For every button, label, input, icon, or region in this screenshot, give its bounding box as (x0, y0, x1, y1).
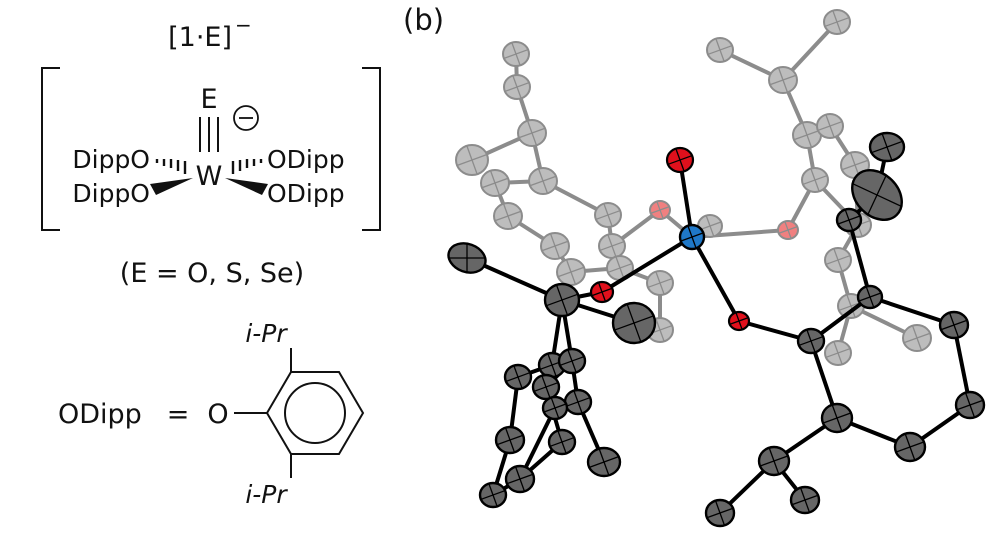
condition-text: (E = O, S, Se) (120, 258, 304, 289)
carbon-atom-back-b1-axis-2 (511, 42, 521, 66)
oxygen-atom-o2-axis-2 (597, 282, 607, 302)
carbon-atom-f26-axis-2 (799, 487, 811, 513)
carbon-atom-back-b21-axis-2 (810, 168, 820, 192)
carbon-atom-f22-axis-2 (831, 404, 843, 432)
center-atom-label: W (196, 161, 223, 192)
carbon-atom-f25-axis-2 (714, 500, 726, 526)
carbon-atom-f24-axis-2 (768, 447, 780, 475)
ligand-def-equals: = (167, 399, 190, 430)
ligand-top-right: ODipp (267, 145, 345, 174)
substituent-top: i-Pr (245, 319, 288, 348)
carbon-atom-f8-axis-2 (573, 390, 583, 414)
front-bond-w-o2 (600, 235, 694, 294)
carbon-atom-back-b14-axis-2 (655, 318, 665, 342)
carbon-atom-f2-axis-2 (555, 284, 569, 316)
ligand-bottom-right: ODipp (267, 179, 345, 208)
oxygen-atom-o3-axis-2 (735, 312, 743, 330)
wedge-bond-left (150, 178, 193, 195)
carbon-atom-f14-axis-2 (488, 483, 498, 507)
hashed-bond-right (231, 159, 263, 174)
carbon-atom-back-b13-axis-2 (655, 271, 665, 295)
ligand-bottom-left: DippO (72, 179, 150, 208)
front-bond-w-o3 (690, 235, 741, 323)
carbon-atom-back-b7-axis-2 (502, 203, 514, 229)
panel-a: [1·E] − E W (41, 13, 381, 509)
carbon-atom-f12-axis-2 (598, 448, 610, 476)
right-bracket (362, 67, 381, 231)
oxygen-atom-back-p1-axis-2 (656, 201, 664, 219)
carbon-atom-back-b24-axis-2 (846, 294, 856, 318)
carbon-atom-back-b3-axis-2 (526, 120, 538, 146)
carbon-atom-f18-axis-2 (865, 286, 875, 308)
carbon-atom-f9-axis-2 (550, 397, 560, 419)
benzene-ring (265, 371, 365, 455)
carbon-atom-f7-axis-2 (541, 375, 551, 399)
front-bond-f18-f17 (847, 218, 872, 299)
carbon-atom-f6-axis-2 (513, 365, 523, 389)
panel-b-label: (b) (403, 3, 444, 37)
carbon-atom-f11-axis-2 (557, 430, 567, 454)
carbon-atom-back-b26-axis-2 (833, 341, 843, 365)
carbon-atom-back-b17-axis-2 (777, 67, 789, 93)
carbon-atom-f13-axis-2 (514, 466, 526, 492)
carbon-atom-back-b5-axis-2 (537, 168, 549, 194)
carbon-atom-f10-axis-2 (504, 427, 516, 453)
carbon-atom-f4-axis-2 (547, 353, 557, 377)
complex-formula: [1·E] (168, 22, 232, 53)
charge-circle (233, 105, 259, 131)
carbon-atom-f23-axis-2 (904, 433, 916, 461)
carbon-atom-back-b23-axis-2 (833, 248, 843, 272)
ligand-def-oxygen: O (207, 399, 228, 430)
carbon-atom-f16-axis-2 (851, 182, 903, 208)
left-bracket (41, 67, 60, 231)
tungsten-atom-axis-2 (687, 225, 697, 249)
carbon-atom-back-b16-axis-2 (715, 38, 725, 62)
carbon-atom-back-b11-axis-2 (565, 259, 577, 285)
carbon-atom-f3-axis-2 (626, 303, 642, 343)
carbon-atom-back-b25-axis-2 (911, 325, 923, 351)
carbon-atom-back-b27-axis-2 (705, 215, 715, 237)
carbon-atom-back-b19-axis-2 (825, 114, 835, 138)
wedge-bond-right (225, 178, 268, 195)
substituent-bottom: i-Pr (245, 480, 288, 509)
carbon-atom-f17-axis-2 (844, 209, 854, 231)
carbon-atom-back-b12-axis-2 (615, 256, 625, 280)
ligand-top-left: DippO (72, 145, 150, 174)
oxygen-atom-back-p2-axis-2 (784, 221, 792, 239)
carbon-atom-back-b10-axis-2 (607, 234, 617, 258)
carbon-atom-f19-axis-2 (806, 329, 816, 353)
hashed-bond-left (155, 159, 187, 174)
carbon-atom-back-b9-axis-2 (549, 233, 561, 259)
crystal-structure (447, 9, 986, 528)
carbon-atom-f5-axis-2 (567, 349, 577, 373)
oxygen-atom-o1-axis-2 (675, 148, 685, 172)
carbon-atom-back-b4-axis-2 (466, 145, 478, 175)
carbon-atom-back-b18-axis-2 (801, 122, 813, 148)
carbon-atom-back-b2-axis-2 (512, 75, 522, 99)
apical-atom-label: E (200, 84, 217, 115)
carbon-atom-back-b8-axis-2 (603, 203, 613, 227)
carbon-atom-back-b6-axis-2 (489, 170, 501, 196)
aromatic-circle (284, 382, 346, 444)
carbon-atom-f15-axis-2 (881, 133, 893, 161)
ligand-def-lhs: ODipp (58, 399, 142, 430)
complex-formula-charge: − (235, 13, 252, 37)
carbon-atom-f20-axis-2 (948, 312, 960, 338)
carbon-atom-f21-axis-2 (964, 392, 976, 418)
carbon-atom-back-b15-axis-2 (832, 10, 842, 34)
triple-bond (199, 117, 219, 152)
panel-b: (b) (403, 3, 986, 528)
